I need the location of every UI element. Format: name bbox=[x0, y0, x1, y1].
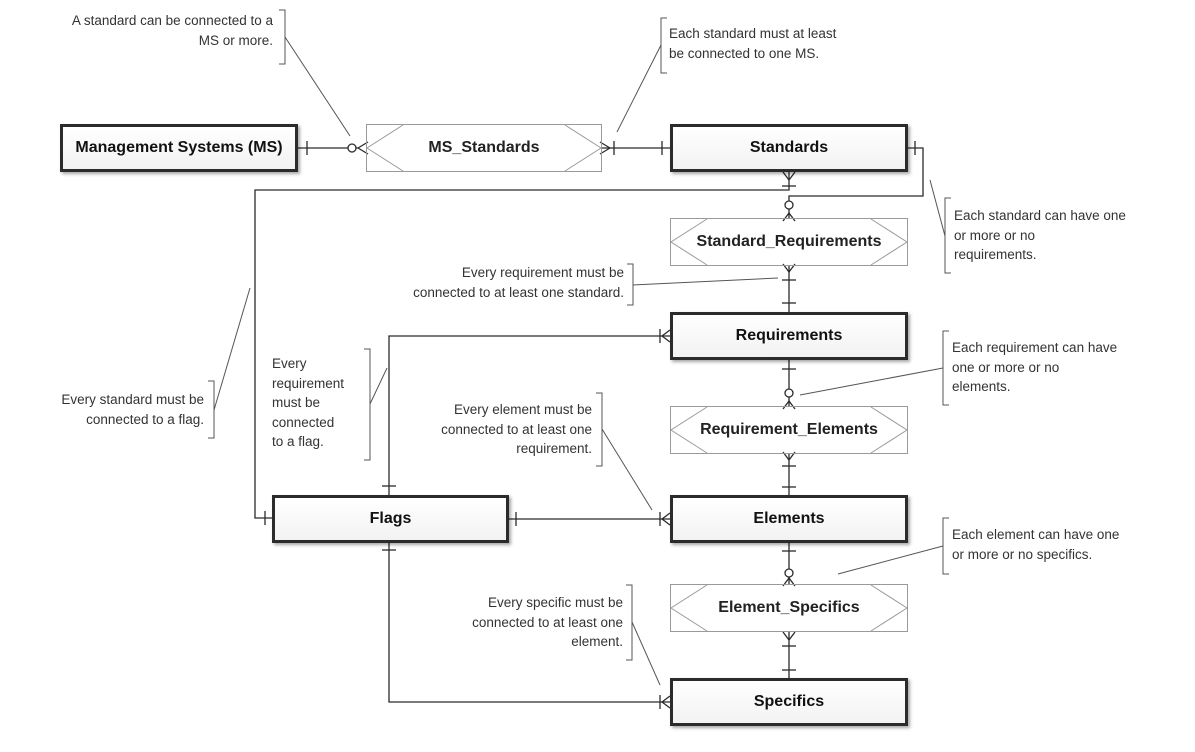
note-line: connected to a flag. bbox=[86, 411, 204, 427]
note-line: requirement bbox=[272, 375, 345, 391]
note-standard-flag: Every standard must be connected to a fl… bbox=[61, 390, 204, 429]
note-bracket bbox=[626, 584, 633, 661]
note-line: connected to at least one standard. bbox=[413, 284, 624, 300]
note-bracket bbox=[942, 330, 949, 406]
connector-requirements-flags bbox=[388, 335, 671, 496]
entity-label: Flags bbox=[369, 510, 412, 527]
note-bracket bbox=[942, 517, 949, 575]
zero-marker bbox=[784, 388, 794, 398]
note-specific-element: Every specific must be connected to at l… bbox=[472, 593, 623, 652]
note-leader bbox=[799, 367, 944, 396]
crowfoot-marker bbox=[782, 631, 796, 641]
crowfoot-marker bbox=[661, 329, 671, 343]
note-element-specifics: Each element can have one or more or no … bbox=[952, 525, 1119, 564]
zero-marker bbox=[784, 200, 794, 210]
crowfoot-marker bbox=[782, 400, 796, 410]
entity-label: Specifics bbox=[753, 693, 825, 710]
note-leader bbox=[601, 428, 653, 511]
crowfoot-marker bbox=[661, 512, 671, 526]
entity-specifics[interactable]: Specifics bbox=[670, 678, 908, 726]
note-line: one or more or no bbox=[952, 359, 1060, 375]
assoc-standard-requirements[interactable]: Standard_Requirements bbox=[670, 218, 908, 266]
connector-standards-flags bbox=[254, 171, 790, 519]
note-standard-requirements: Each standard can have one or more or no… bbox=[954, 206, 1126, 265]
note-leader bbox=[631, 621, 661, 686]
note-requirement-standard: Every requirement must be connected to a… bbox=[413, 263, 624, 302]
crowfoot-marker bbox=[661, 695, 671, 709]
note-line: connected bbox=[272, 414, 335, 430]
note-requirement-elements: Each requirement can have one or more or… bbox=[952, 338, 1117, 397]
note-line: requirement. bbox=[516, 441, 592, 456]
note-line: Every requirement must be bbox=[461, 265, 624, 280]
note-line: to a flag. bbox=[272, 434, 324, 449]
note-line: requirements. bbox=[954, 247, 1037, 262]
assoc-label: MS_Standards bbox=[428, 139, 540, 156]
note-bracket bbox=[944, 197, 951, 274]
note-line: or more or no bbox=[954, 227, 1036, 243]
note-requirement-flag: Every requirement must be connected to a… bbox=[272, 354, 344, 452]
note-bracket bbox=[364, 348, 371, 461]
assoc-ms-standards[interactable]: MS_Standards bbox=[366, 124, 602, 172]
note-bracket bbox=[279, 9, 286, 65]
entity-management-systems[interactable]: Management Systems (MS) bbox=[60, 124, 298, 172]
assoc-label: Standard_Requirements bbox=[696, 233, 882, 250]
entity-label: Requirements bbox=[735, 327, 843, 344]
note-line: Every element must be bbox=[453, 402, 592, 417]
note-leader bbox=[632, 277, 779, 286]
note-line: element. bbox=[571, 634, 623, 649]
note-bracket bbox=[208, 380, 215, 439]
note-bracket bbox=[627, 263, 634, 306]
entity-label: Standards bbox=[749, 139, 829, 156]
entity-label: Management Systems (MS) bbox=[75, 139, 283, 156]
note-bracket bbox=[660, 17, 667, 74]
entity-standards[interactable]: Standards bbox=[670, 124, 908, 172]
note-line: Each requirement can have bbox=[952, 340, 1118, 355]
note-line: Every specific must be bbox=[487, 595, 623, 610]
entity-elements[interactable]: Elements bbox=[670, 495, 908, 543]
note-element-requirement: Every element must be connected to at le… bbox=[441, 400, 592, 459]
entity-flags[interactable]: Flags bbox=[272, 495, 509, 543]
connector-flags-specifics bbox=[388, 542, 671, 703]
note-line: elements. bbox=[952, 379, 1011, 394]
note-line: connected to at least one bbox=[441, 421, 592, 437]
zero-marker bbox=[784, 568, 794, 578]
note-leader bbox=[616, 44, 662, 133]
note-line: or more or no specifics. bbox=[952, 546, 1093, 562]
crowfoot-marker bbox=[782, 171, 796, 181]
note-line: Each standard must at least bbox=[669, 26, 837, 41]
note-line: must be bbox=[272, 395, 321, 410]
note-line: Each standard can have one bbox=[954, 208, 1126, 223]
note-leader bbox=[213, 287, 251, 411]
note-line: be connected to one MS. bbox=[669, 45, 820, 61]
note-bracket bbox=[596, 392, 603, 467]
note-line: connected to at least one bbox=[472, 614, 623, 630]
note-line: Every standard must be bbox=[61, 392, 204, 407]
crowfoot-marker bbox=[782, 212, 796, 222]
assoc-label: Element_Specifics bbox=[718, 599, 860, 616]
note-standard-one-ms: Each standard must at least be connected… bbox=[669, 24, 836, 63]
note-line: Every bbox=[272, 356, 307, 371]
note-line: Each element can have one bbox=[952, 527, 1120, 542]
assoc-element-specifics[interactable]: Element_Specifics bbox=[670, 584, 908, 632]
note-leader bbox=[284, 36, 351, 137]
entity-label: Elements bbox=[753, 510, 825, 527]
assoc-label: Requirement_Elements bbox=[700, 421, 878, 438]
assoc-requirement-elements[interactable]: Requirement_Elements bbox=[670, 406, 908, 454]
note-leader bbox=[369, 367, 388, 405]
zero-marker bbox=[347, 143, 357, 153]
entity-requirements[interactable]: Requirements bbox=[670, 312, 908, 360]
note-leader bbox=[929, 179, 946, 237]
note-ms-standard-many: A standard can be connected to a MS or m… bbox=[72, 11, 273, 50]
note-leader bbox=[837, 545, 944, 575]
note-line: MS or more. bbox=[198, 32, 273, 48]
note-line: A standard can be connected to a bbox=[71, 13, 273, 28]
